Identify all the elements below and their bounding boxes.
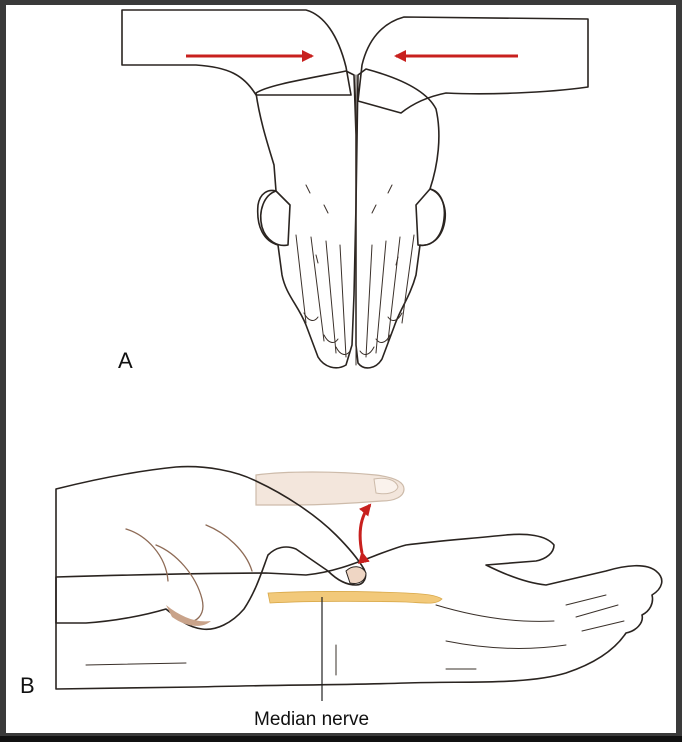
- forearm-contour-lines: [85, 644, 477, 676]
- curved-double-arrow-icon: [358, 503, 372, 564]
- finger-lines-right: [365, 234, 415, 358]
- left-forearm: [121, 9, 352, 96]
- figure-panel: A: [6, 5, 676, 733]
- illustration-canvas: A: [20, 9, 663, 730]
- right-hand: [355, 68, 446, 369]
- finger-nails: [303, 312, 403, 355]
- examiner-fingernail: [345, 566, 367, 584]
- panel-a-label: A: [118, 348, 133, 373]
- palm-creases: [435, 594, 625, 649]
- median-nerve-stripe: [267, 591, 443, 604]
- right-forearm: [357, 16, 589, 114]
- panel-b-tinel-illustration: Median nerve B: [20, 465, 663, 730]
- ghost-fingernail: [373, 477, 399, 495]
- finger-lines-left: [295, 234, 347, 358]
- knuckle-creases: [305, 184, 399, 266]
- panel-b-label: B: [20, 673, 35, 698]
- examiner-hand: [55, 465, 367, 631]
- patient-forearm-and-hand: [55, 533, 663, 690]
- panel-a-phalen-illustration: A: [118, 9, 589, 373]
- examiner-hand-shadow: [166, 605, 211, 626]
- right-thumb: [415, 188, 446, 247]
- median-nerve-label: Median nerve: [254, 709, 369, 730]
- frame-bottom-bar: [0, 736, 682, 742]
- left-thumb: [260, 190, 291, 247]
- ghost-examiner-finger: [255, 471, 405, 506]
